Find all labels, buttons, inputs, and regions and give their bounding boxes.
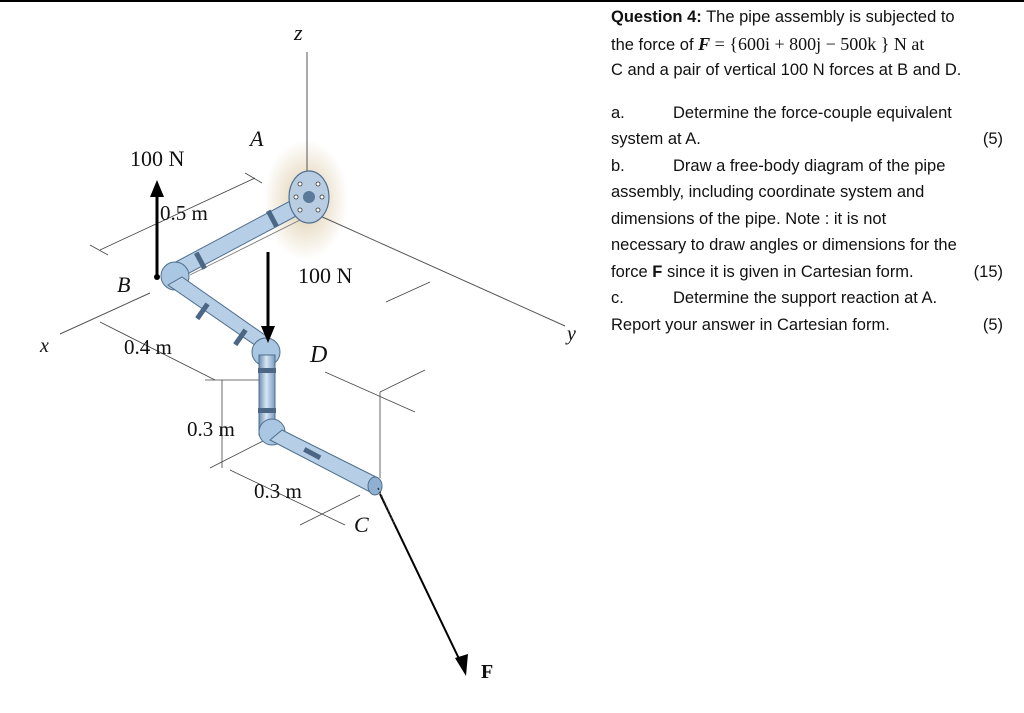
item-c-text-2: Report your answer in Cartesian form. [611, 315, 890, 334]
item-c-letter: c. [611, 289, 624, 307]
label-z: z [293, 20, 303, 45]
label-force-D: 100 N [298, 263, 353, 288]
item-b-marks: (15) [973, 262, 1003, 281]
label-A: A [248, 126, 264, 151]
dim-line-04 [99, 321, 216, 381]
label-force-B: 100 N [130, 146, 185, 171]
label-F: F [481, 661, 493, 683]
label-y: y [565, 323, 576, 345]
item-b-letter: b. [611, 156, 625, 175]
label-x: x [39, 335, 49, 357]
dim-ext-03a-bot [209, 439, 266, 469]
dim-ext-05b [244, 172, 263, 184]
question-heading: Question 4: [611, 8, 702, 26]
item-a-letter: a. [611, 103, 625, 122]
label-dim-03a: 0.3 m [187, 417, 235, 441]
item-a-text-1: Determine the force-couple equivalent [673, 103, 952, 122]
item-a-line-2: system at A. (5) [611, 126, 1003, 153]
x-axis-ext [189, 219, 301, 276]
force-expression: = {600i + 800j − 500k } N at [710, 33, 925, 54]
item-b-text-5b: since it is given in Cartesian form. [662, 262, 914, 281]
dim-ext-05a [89, 244, 109, 256]
y-axis-tick [385, 281, 431, 303]
force-D-arrowhead [261, 326, 275, 343]
item-b-text-1: Draw a free-body diagram of the pipe [673, 156, 946, 175]
label-dim-03b: 0.3 m [254, 479, 302, 503]
item-b-text-4: necessary to draw angles or dimensions f… [611, 236, 957, 254]
pipe-end-C [367, 476, 383, 496]
item-b-line-5: force F since it is given in Cartesian f… [611, 259, 1003, 286]
item-c-text-1: Determine the support reaction at A. [673, 289, 938, 307]
point-B [154, 274, 160, 280]
force-B-arrowhead [150, 180, 164, 197]
item-c-line-1: c. Determine the support reaction at A. [611, 285, 1003, 312]
question-intro-1: The pipe assembly is subjected to [706, 8, 955, 26]
question-line-2: the force of F = {600i + 800j − 500k } N… [611, 31, 1003, 58]
x-axis [59, 292, 151, 335]
item-b-text-5bold: F [652, 262, 663, 281]
item-b-line-4: necessary to draw angles or dimensions f… [611, 232, 1003, 259]
dim-ext-C-h [379, 369, 426, 393]
item-c-line-2: Report your answer in Cartesian form. (5… [611, 312, 1003, 339]
item-b-line-2: assembly, including coordinate system an… [611, 179, 1003, 206]
pipe-segment-BD [167, 276, 273, 351]
label-B: B [117, 272, 130, 297]
question-intro-3: C and a pair of vertical 100 N forces at… [611, 61, 962, 79]
item-b-text-3: dimensions of the pipe. Note : it is not [611, 209, 887, 228]
question-line-1: Question 4: The pipe assembly is subject… [611, 4, 1003, 31]
question-block: Question 4: The pipe assembly is subject… [611, 4, 1003, 338]
force-symbol: F [698, 33, 711, 54]
question-intro-2: the force of [611, 35, 699, 54]
item-b-line-3: dimensions of the pipe. Note : it is not [611, 206, 1003, 233]
item-a-line-1: a. Determine the force-couple equivalent [611, 100, 1003, 127]
question-line-3: C and a pair of vertical 100 N forces at… [611, 57, 1003, 84]
item-b-text-2: assembly, including coordinate system an… [611, 183, 925, 201]
force-F-line [379, 493, 463, 666]
dim-ext-D [324, 371, 416, 413]
item-a-text-2: system at A. [611, 130, 701, 148]
pipe-assembly-figure: z y x A B C D F 100 N 100 N 0.5 m 0.4 m … [39, 20, 576, 683]
item-b-line-1: b. Draw a free-body diagram of the pipe [611, 153, 1003, 180]
label-D: D [309, 342, 327, 368]
top-rule [0, 0, 1024, 2]
label-dim-05: 0.5 m [160, 201, 208, 225]
item-b-text-5a: force [611, 262, 653, 281]
pipe-couplings [194, 209, 322, 460]
dim-line-03b [229, 469, 346, 526]
item-c-marks: (5) [982, 315, 1003, 334]
item-a-marks: (5) [982, 130, 1003, 148]
dim-line-05 [99, 177, 256, 251]
force-F-cable [377, 487, 396, 526]
force-F-arrowhead [455, 654, 468, 676]
label-C: C [354, 512, 369, 537]
pipe [160, 199, 383, 496]
label-dim-04: 0.4 m [124, 335, 172, 359]
y-axis [317, 214, 566, 327]
pipe-diagram: z y x A B C D F 100 N 100 N 0.5 m 0.4 m … [39, 20, 576, 683]
dim-ext-03b [299, 494, 361, 526]
